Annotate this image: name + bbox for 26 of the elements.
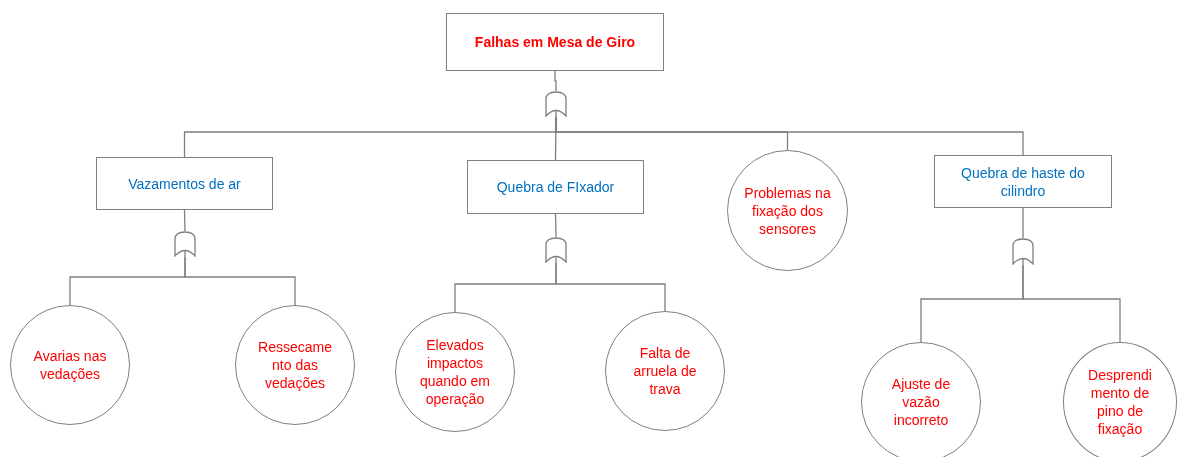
connector-line [554, 213, 557, 238]
or-gate-symbol [1012, 238, 1034, 265]
connector-line [1022, 207, 1024, 239]
event-label: Falhas em Mesa de Giro [473, 33, 637, 51]
connector-line [554, 70, 557, 92]
event-label: Vazamentos de ar [127, 174, 242, 193]
top-event-box [446, 13, 664, 71]
event-label: Avarias nas vedações [32, 347, 108, 383]
event-box [96, 157, 273, 210]
connector-line [555, 262, 666, 312]
event-box [467, 160, 644, 214]
event-box [934, 155, 1112, 208]
event-label: Ressecame nto das vedações [257, 338, 333, 392]
connector-line [184, 256, 296, 306]
event-label: Problemas na fixação dos sensores [743, 183, 832, 238]
event-label: Elevados impactos quando em operação [418, 336, 492, 408]
or-gate-symbol [545, 237, 567, 263]
connector-line [183, 209, 186, 232]
event-label: Quebra de haste do cilindro [960, 163, 1086, 200]
connector-line [1022, 264, 1121, 343]
event-label: Desprendi mento de pino de fixação [1087, 366, 1153, 438]
or-gate-symbol [174, 231, 196, 257]
event-label: Quebra de FIxador [495, 178, 616, 196]
or-gate-symbol [545, 91, 567, 117]
event-label: Ajuste de vazão incorreto [890, 375, 952, 429]
event-label: Falta de arruela de trava [632, 344, 698, 398]
